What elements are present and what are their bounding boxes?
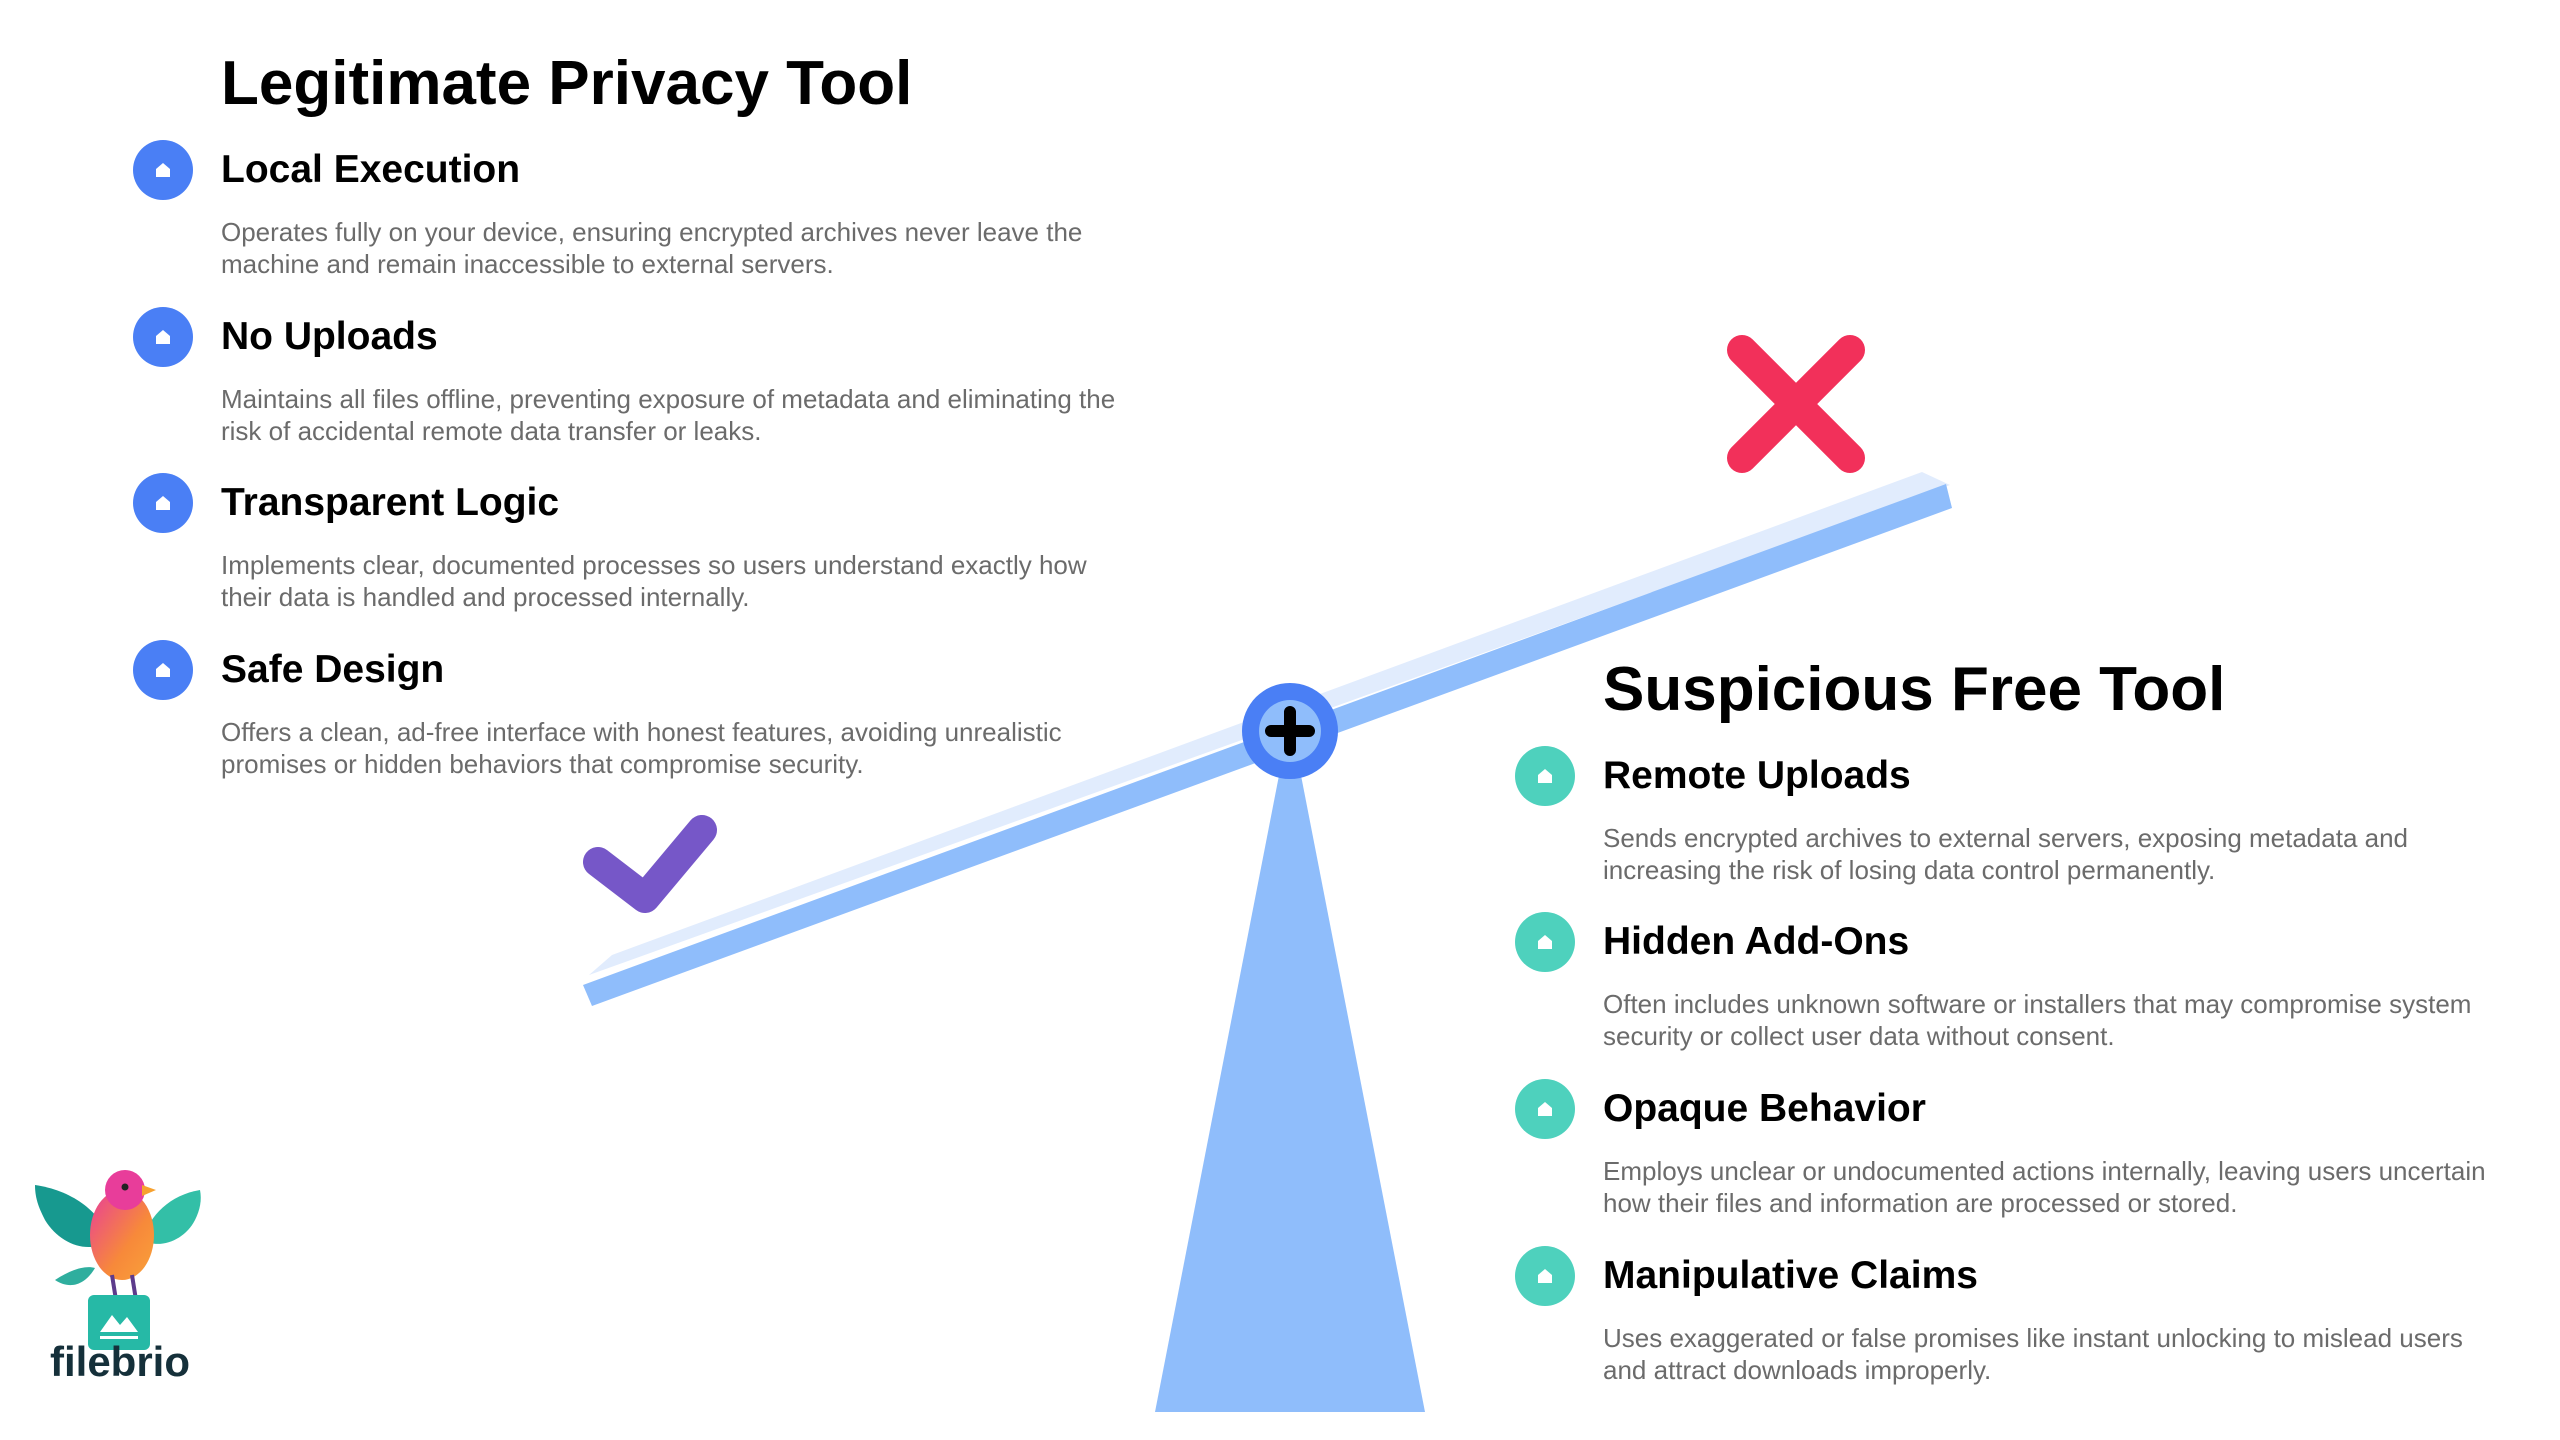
item-title: Local Execution <box>221 148 521 191</box>
list-item: Transparent Logic Implements clear, docu… <box>133 473 1121 613</box>
item-description: Often includes unknown software or insta… <box>1603 989 2472 1051</box>
list-item: Safe Design Offers a clean, ad-free inte… <box>133 640 1121 780</box>
item-description: Employs unclear or undocumented actions … <box>1603 1156 2486 1218</box>
right-heading: Suspicious Free Tool <box>1603 655 2226 724</box>
home-icon <box>133 473 193 533</box>
item-description: Operates fully on your device, ensuring … <box>221 217 1083 279</box>
item-title: No Uploads <box>221 315 438 358</box>
pivot-plus-icon <box>1242 683 1338 779</box>
item-description: Offers a clean, ad-free interface with h… <box>221 717 1062 779</box>
item-description: Implements clear, documented processes s… <box>221 550 1087 612</box>
item-title: Safe Design <box>221 648 445 691</box>
home-icon <box>133 140 193 200</box>
scale-stand <box>1155 760 1425 1412</box>
item-description: Maintains all files offline, preventing … <box>221 384 1116 446</box>
filebrio-bird-logo <box>35 1170 201 1350</box>
home-icon <box>133 640 193 700</box>
list-item: Remote Uploads Sends encrypted archives … <box>1515 746 2503 886</box>
checkmark-icon <box>583 815 717 913</box>
item-title: Transparent Logic <box>221 481 560 524</box>
home-icon <box>1515 746 1575 806</box>
home-icon <box>133 307 193 367</box>
item-title: Hidden Add-Ons <box>1603 920 1910 963</box>
list-item: Manipulative Claims Uses exaggerated or … <box>1515 1246 2503 1386</box>
cross-icon <box>1727 335 1865 473</box>
list-item: Hidden Add-Ons Often includes unknown so… <box>1515 912 2503 1052</box>
item-description: Sends encrypted archives to external ser… <box>1603 823 2409 885</box>
item-title: Remote Uploads <box>1603 754 1911 797</box>
home-icon <box>1515 912 1575 972</box>
item-title: Manipulative Claims <box>1603 1254 1978 1297</box>
item-title: Opaque Behavior <box>1603 1087 1926 1130</box>
list-item: No Uploads Maintains all files offline, … <box>133 307 1121 447</box>
left-heading: Legitimate Privacy Tool <box>221 49 913 118</box>
home-icon <box>1515 1246 1575 1306</box>
item-description: Uses exaggerated or false promises like … <box>1603 1323 2463 1385</box>
list-item: Opaque Behavior Employs unclear or undoc… <box>1515 1079 2503 1219</box>
logo-wordmark: filebrio <box>50 1338 191 1385</box>
list-item: Local Execution Operates fully on your d… <box>133 140 1121 280</box>
home-icon <box>1515 1079 1575 1139</box>
